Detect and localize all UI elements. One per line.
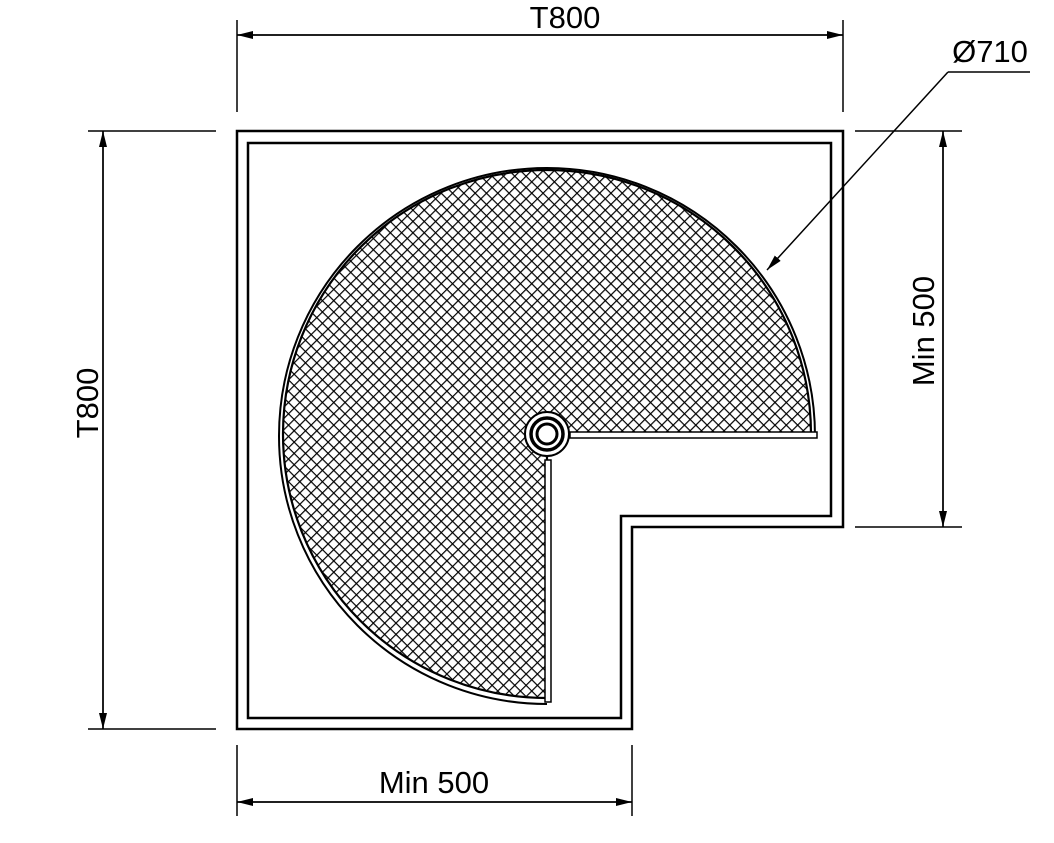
dimension-right: Min 500 [855,130,962,528]
cabinet-outer-outline [235,129,845,731]
cabinet-inner-outline [246,141,833,720]
dimension-left-label: T800 [70,368,105,439]
dimension-top: T800 [236,0,844,112]
dimension-bottom-label: Min 500 [379,765,489,800]
dimension-right-label: Min 500 [906,276,941,386]
dimension-diameter-label: Ø710 [952,34,1028,69]
dimension-diameter: Ø710 [766,34,1030,271]
shelf-edge-rail [544,431,818,703]
center-pivot-icon [524,411,570,457]
dimension-bottom: Min 500 [236,745,633,816]
carousel-shelf-outer-rim [278,167,817,705]
carousel-shelf [281,168,813,700]
dimension-top-label: T800 [530,0,601,35]
dimension-left: T800 [70,130,216,730]
